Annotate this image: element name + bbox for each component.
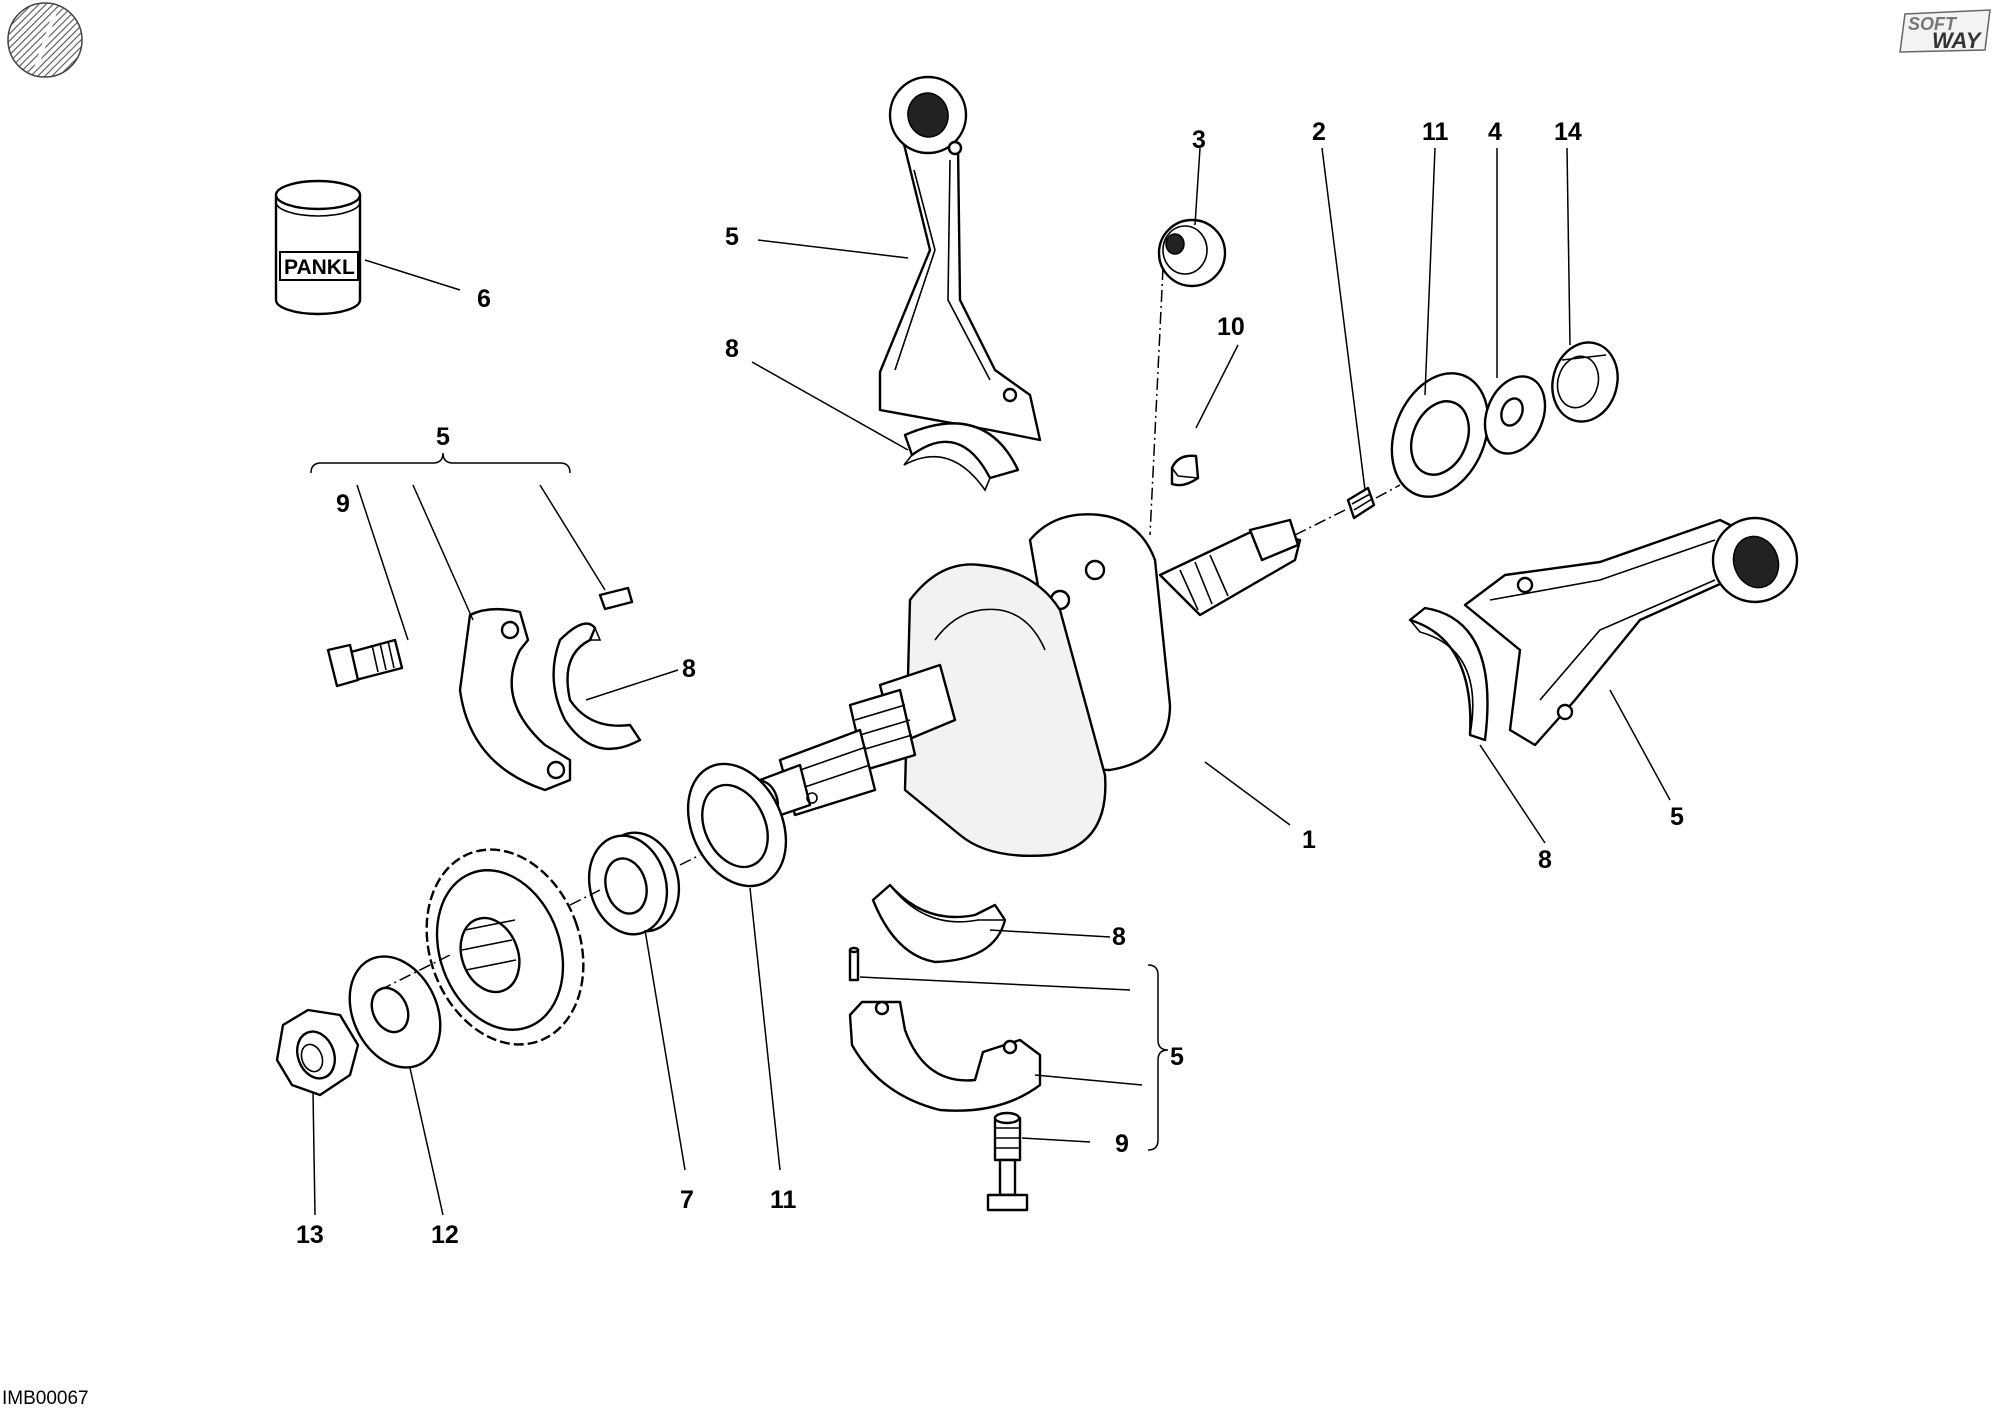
part-5-conrod-right: [1463, 516, 1799, 747]
part-8-shell-right: [1408, 606, 1489, 742]
part-5-cap-left: [458, 607, 572, 792]
callout-8-right: 8: [1538, 846, 1552, 874]
callout-8-bottom: 8: [1112, 923, 1126, 951]
part-11-washer-right: [1390, 372, 1490, 498]
softway-logo: SOFT WAY: [1899, 9, 1991, 53]
part-gear: [425, 848, 585, 1046]
callout-5-bottom: 5: [1170, 1043, 1184, 1071]
part-10-key: [1170, 454, 1200, 487]
part-4-washer: [1483, 375, 1547, 455]
callout-11-top: 11: [1422, 118, 1449, 146]
callout-14: 14: [1554, 118, 1582, 146]
part-14-bearing-ring: [1551, 341, 1619, 423]
callout-2: 2: [1312, 118, 1326, 146]
part-5-pin-left: [598, 586, 634, 611]
callout-4: 4: [1488, 118, 1502, 146]
pankl-label: PANKL: [284, 256, 355, 279]
part-8-shell-left: [552, 622, 642, 750]
callout-5-right: 5: [1670, 803, 1684, 831]
axis-line-bottom-left: [379, 854, 701, 991]
callout-11-bottom: 11: [770, 1186, 797, 1214]
callout-8-left: 8: [682, 655, 696, 683]
hatched-disc-icon: [7, 2, 83, 78]
part-11-washer-left: [686, 762, 788, 888]
part-8-shell-bottom: [871, 883, 1007, 964]
part-9-bolt-left: [326, 638, 404, 688]
axis-line-3: [1149, 267, 1164, 536]
part-3-cap: [1157, 218, 1227, 288]
callout-13: 13: [296, 1221, 324, 1249]
part-6-cylinder: PANKL: [274, 179, 362, 316]
part-8-shell-top: [903, 422, 1020, 492]
part-7-bearing: [587, 831, 681, 936]
part-5-cap-bottom: [848, 1000, 1042, 1112]
callout-9-bottom: 9: [1115, 1130, 1129, 1158]
callout-6: 6: [477, 285, 491, 313]
leader-lines: [310, 147, 1671, 1216]
callout-8-top: 8: [725, 335, 739, 363]
callout-3: 3: [1192, 126, 1206, 154]
part-5-conrod-top: [878, 75, 1042, 442]
callout-7: 7: [680, 1186, 694, 1214]
part-9-bolt-bottom: [986, 1111, 1029, 1212]
logo-line1: SOFT: [1908, 14, 1958, 34]
part-13-nut: [275, 1008, 360, 1097]
callout-1: 1: [1302, 826, 1316, 854]
callouts: 5 8 6 3 2 10 11 4 14 1 5 8 5 9 8 8 5 9 1…: [296, 118, 1684, 1249]
part-1-crankshaft: [746, 513, 1302, 857]
callout-5-top: 5: [725, 223, 739, 251]
part-5-pin-bottom: [848, 946, 860, 982]
callout-12: 12: [431, 1221, 459, 1249]
callout-5-left: 5: [436, 423, 450, 451]
drawing-code: IMB00067: [2, 1388, 89, 1409]
axis-line-right: [1294, 484, 1401, 536]
part-2-screw: [1346, 486, 1376, 520]
callout-10: 10: [1217, 313, 1245, 341]
logo-line2: WAY: [1932, 28, 1983, 53]
callout-9-left: 9: [336, 490, 350, 518]
